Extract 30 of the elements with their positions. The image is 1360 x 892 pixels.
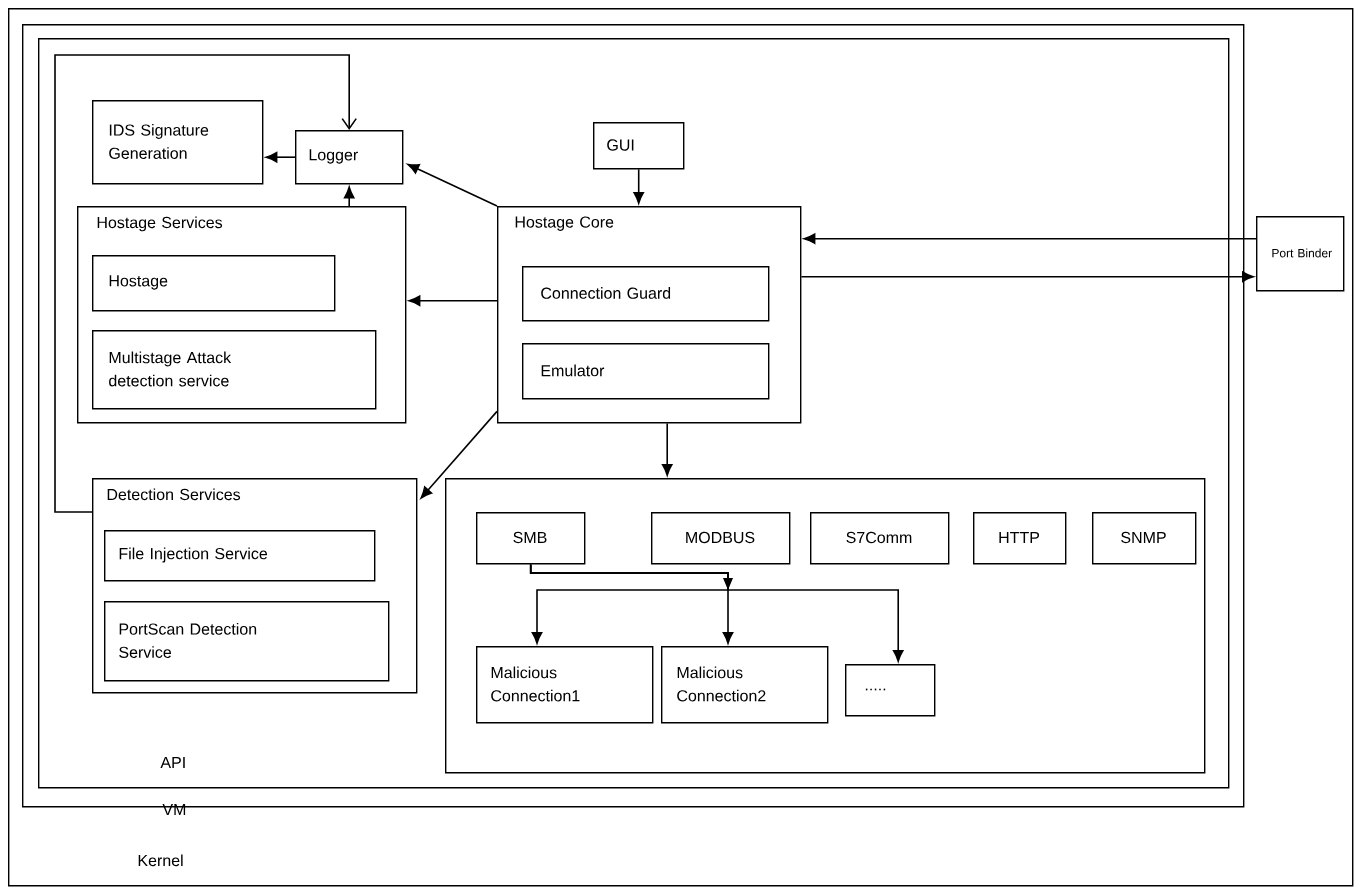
component-box: Logger xyxy=(295,130,404,185)
arrow xyxy=(407,163,498,207)
component-box: HTTP xyxy=(973,512,1067,565)
component-box: SMB xyxy=(476,512,586,565)
component-box: Malicious Connection2 xyxy=(661,646,829,724)
arrow xyxy=(420,410,498,499)
arrow xyxy=(529,563,904,662)
component-box: Connection Guard xyxy=(522,266,770,322)
arrow xyxy=(54,54,357,513)
component-box: IDS Signature Generation xyxy=(92,100,264,185)
arrow xyxy=(343,186,355,207)
component-box: File Injection Service xyxy=(104,530,376,582)
group-box xyxy=(445,478,1206,774)
component-box: GUI xyxy=(593,122,685,170)
component-box: Hostage xyxy=(92,255,336,312)
arrow xyxy=(661,422,673,476)
component-box: Multistage Attack detection service xyxy=(92,330,377,410)
component-box: Port Binder xyxy=(1256,216,1345,292)
arrow xyxy=(408,295,498,306)
component-box: ..... xyxy=(845,664,936,717)
arrow xyxy=(265,151,296,163)
component-box: PortScan Detection Service xyxy=(104,601,390,682)
arrow xyxy=(800,271,1254,282)
arrow xyxy=(633,168,644,204)
component-box: S7Comm xyxy=(810,512,950,565)
arrow xyxy=(803,233,1257,244)
component-box: MODBUS xyxy=(651,512,791,565)
component-box: Malicious Connection1 xyxy=(476,646,654,724)
component-box: SNMP xyxy=(1092,512,1197,565)
component-box: Emulator xyxy=(522,343,770,400)
